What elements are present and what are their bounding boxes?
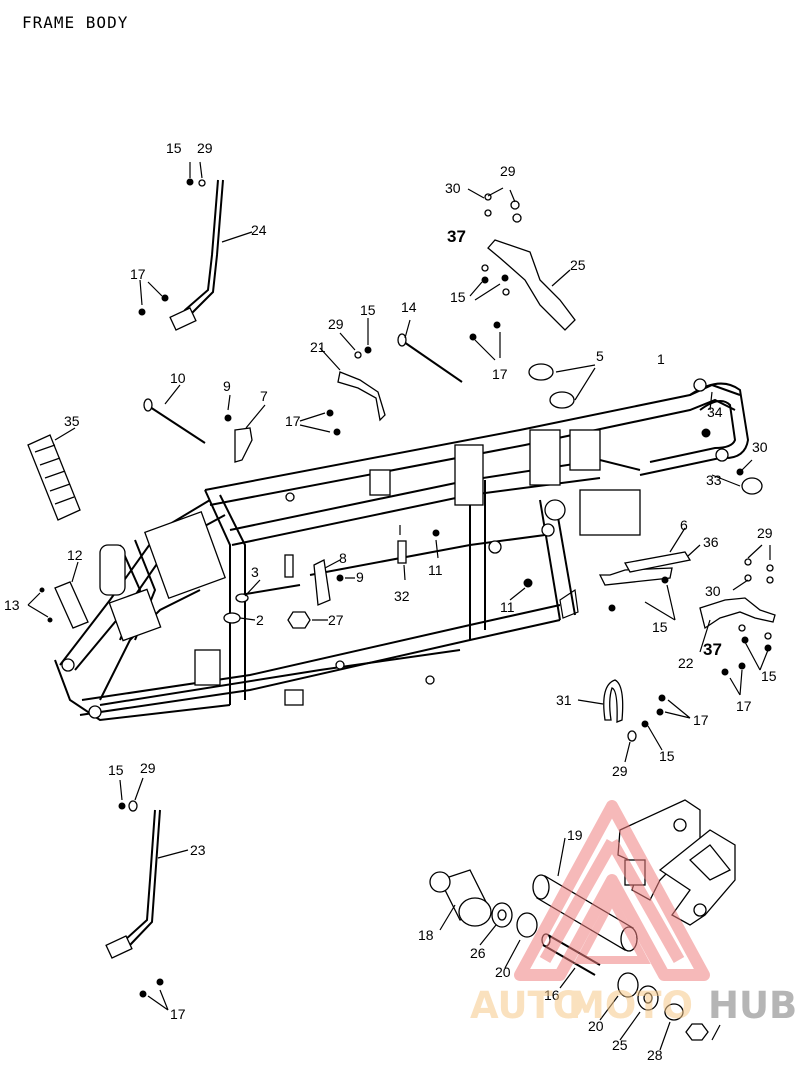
callout-15: 15 <box>652 619 668 635</box>
callout-36: 36 <box>703 534 719 550</box>
callout-17: 17 <box>170 1006 186 1022</box>
callout-11: 11 <box>500 599 515 615</box>
callout-37: 37 <box>447 227 466 246</box>
callout-15: 15 <box>360 302 376 318</box>
callout-9: 9 <box>223 378 231 394</box>
callout-5: 5 <box>596 348 604 364</box>
callout-8: 8 <box>339 550 347 566</box>
callout-2: 2 <box>256 612 264 628</box>
callout-34: 34 <box>707 404 723 420</box>
callout-15: 15 <box>761 668 777 684</box>
callout-9: 9 <box>356 569 364 585</box>
callout-24: 24 <box>251 222 267 238</box>
callout-17: 17 <box>285 413 301 429</box>
callout-3: 3 <box>251 564 259 580</box>
callout-33: 33 <box>706 472 722 488</box>
callout-17: 17 <box>492 366 508 382</box>
callout-37: 37 <box>703 640 722 659</box>
callout-18: 18 <box>418 927 434 943</box>
part-31-loop <box>577 679 691 763</box>
callout-21: 21 <box>310 339 326 355</box>
part-5-bushings <box>528 363 596 409</box>
center-small-parts <box>223 525 533 629</box>
callout-15: 15 <box>659 748 675 764</box>
callout-30: 30 <box>445 180 461 196</box>
main-frame <box>54 378 750 722</box>
callout-20: 20 <box>495 964 511 980</box>
callout-30: 30 <box>705 583 721 599</box>
part-25-bracket <box>467 187 576 361</box>
callout-15: 15 <box>166 140 182 156</box>
callout-25: 25 <box>570 257 586 273</box>
part-35-plate <box>27 427 81 521</box>
watermark-text-hub: HUB <box>708 984 797 1027</box>
part-23-strap <box>105 777 189 1011</box>
callout-14: 14 <box>401 299 417 315</box>
callout-12: 12 <box>67 547 83 563</box>
right-side-parts <box>598 391 776 696</box>
callout-28: 28 <box>647 1047 663 1063</box>
parts-12-13 <box>27 561 89 629</box>
callout-29: 29 <box>140 760 156 776</box>
callout-labels: 15 29 24 17 29 30 37 25 15 17 5 1 14 29 … <box>4 140 777 1063</box>
watermark-text-moto: MOTO <box>568 984 693 1027</box>
watermark-text-auto: AUTO <box>470 984 584 1027</box>
callout-6: 6 <box>680 517 688 533</box>
callout-17: 17 <box>736 698 752 714</box>
parts-21-14-10-7 <box>143 318 463 463</box>
callout-23: 23 <box>190 842 206 858</box>
callout-13: 13 <box>4 597 20 613</box>
callout-29: 29 <box>500 163 516 179</box>
callout-17: 17 <box>693 712 709 728</box>
callout-29: 29 <box>197 140 213 156</box>
callout-16: 16 <box>544 987 560 1003</box>
callout-22: 22 <box>678 655 694 671</box>
callout-29: 29 <box>328 316 344 332</box>
callout-26: 26 <box>470 945 486 961</box>
callout-29: 29 <box>612 763 628 779</box>
callout-1: 1 <box>657 351 665 367</box>
callout-27: 27 <box>328 612 344 628</box>
callout-7: 7 <box>260 388 268 404</box>
part-24-strap <box>138 161 253 331</box>
callout-17: 17 <box>130 266 146 282</box>
callout-25: 25 <box>612 1037 628 1053</box>
callout-30: 30 <box>752 439 768 455</box>
callout-10: 10 <box>170 370 186 386</box>
callout-35: 35 <box>64 413 80 429</box>
callout-20: 20 <box>588 1018 604 1034</box>
callout-15: 15 <box>108 762 124 778</box>
watermark-triangle-icon <box>514 800 710 981</box>
watermark-logo: AUTO MOTO HUB <box>470 800 797 1027</box>
callout-11: 11 <box>428 562 443 578</box>
callout-15: 15 <box>450 289 466 305</box>
callout-19: 19 <box>567 827 583 843</box>
callout-31: 31 <box>556 692 572 708</box>
page-title: FRAME BODY <box>22 13 128 32</box>
callout-32: 32 <box>394 588 410 604</box>
callout-29: 29 <box>757 525 773 541</box>
